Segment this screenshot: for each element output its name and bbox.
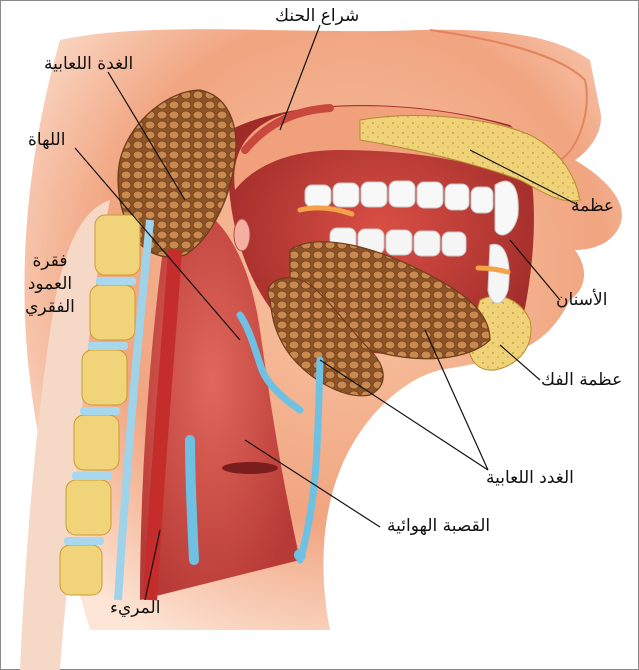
label-uvula: اللهاة [28, 132, 65, 149]
label-vertebra-line3: الفقري [10, 296, 90, 319]
label-vertebra-line2: العمود [10, 273, 90, 296]
uvula-shape [234, 219, 250, 251]
label-trachea: القصبة الهوائية [387, 518, 490, 535]
label-palate: شراع الحنك [275, 8, 359, 25]
label-bone: عظمة [571, 198, 614, 215]
label-salivary-gland: الغدة اللعابية [44, 56, 133, 73]
label-salivary-glands: الغدد اللعابية [486, 470, 574, 487]
label-jaw-bone: عظمة الفك [541, 372, 622, 389]
label-esophagus: المريء [110, 600, 160, 617]
label-teeth: الأسنان [556, 292, 607, 309]
label-vertebra: فقرة العمود الفقري [10, 250, 90, 319]
label-vertebra-line1: فقرة [10, 250, 90, 273]
